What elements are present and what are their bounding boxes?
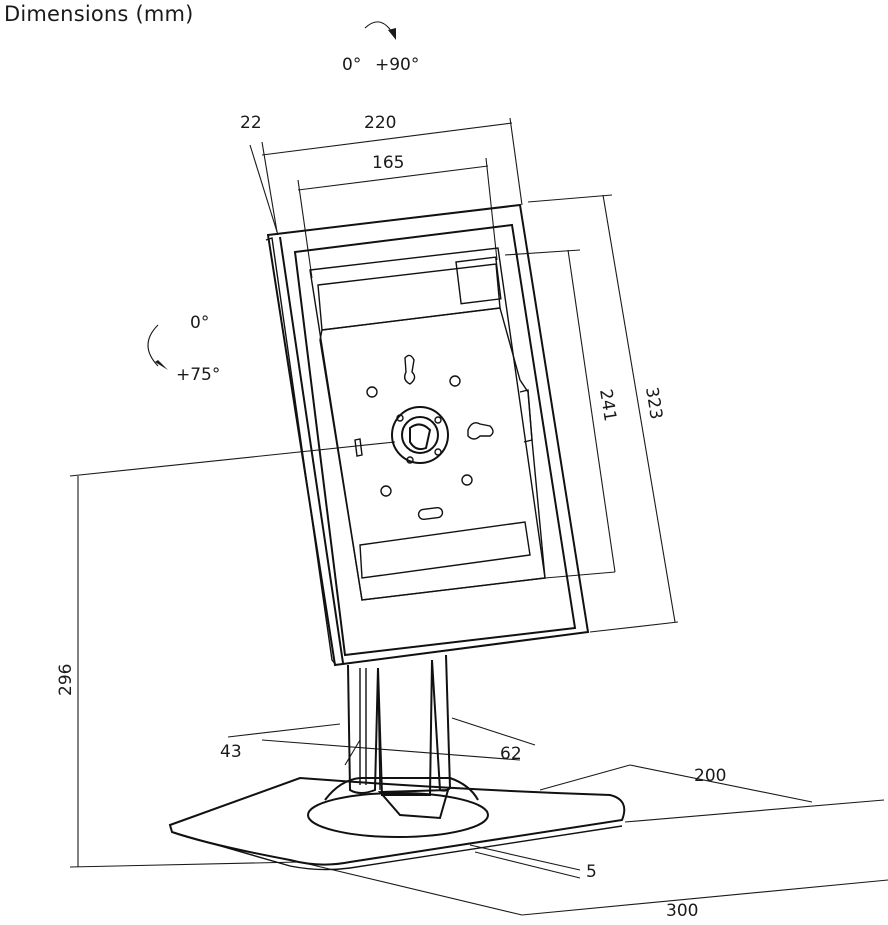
top-dimensions: [249, 117, 523, 279]
label-opening-width: 165: [372, 153, 404, 173]
label-frame-depth: 22: [240, 113, 262, 133]
label-frame-width: 220: [364, 113, 396, 133]
support-pole: [347, 654, 452, 796]
rotation-arrow-top: [364, 21, 396, 40]
label-pole-depth: 43: [220, 742, 242, 762]
rotation-arrow-side: [147, 324, 168, 370]
label-top-rotation-to: +90°: [375, 55, 419, 75]
label-frame-height: 323: [641, 386, 666, 421]
tablet-enclosure: [265, 203, 590, 667]
label-base-width: 300: [666, 901, 698, 921]
label-total-height: 296: [56, 664, 76, 696]
base-dimensions: [227, 717, 888, 916]
label-pole-width: 62: [500, 744, 522, 764]
label-base-thickness: 5: [586, 862, 597, 882]
label-top-rotation-from: 0°: [342, 55, 361, 75]
right-dimensions: [504, 194, 679, 633]
label-side-rotation-from: 0°: [190, 313, 209, 333]
label-opening-height: 241: [595, 388, 620, 423]
diagram-title: Dimensions (mm): [4, 2, 194, 26]
label-base-depth: 200: [694, 766, 726, 786]
base-plate: [168, 776, 626, 871]
label-side-rotation-to: +75°: [176, 365, 220, 385]
height-dimension: [69, 441, 396, 868]
